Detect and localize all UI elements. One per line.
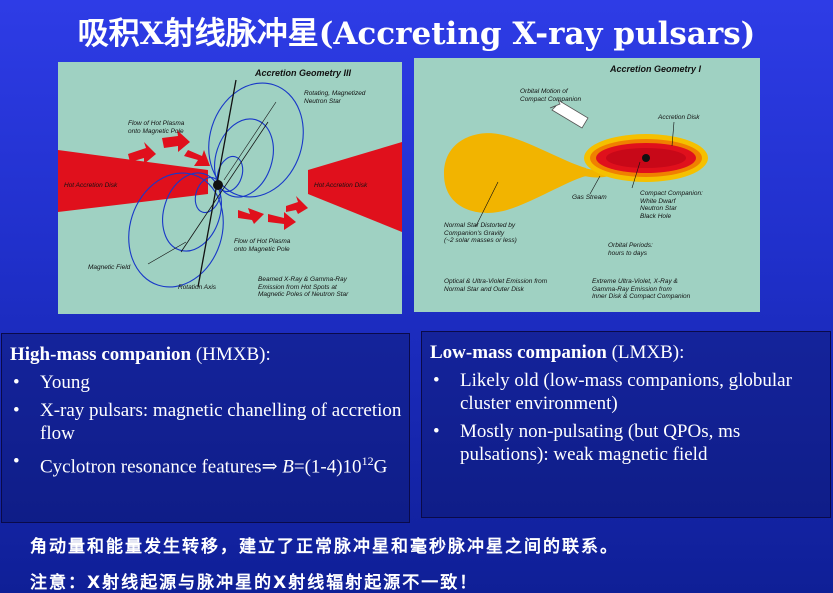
orbital-motion-label: Orbital Motion of Compact Companion (520, 88, 582, 103)
leader-lines (147, 101, 277, 265)
hmxb-list: •Young •X-ray pulsars: magnetic chanelli… (2, 371, 409, 478)
list-item: •Mostly non-pulsating (but QPOs, ms puls… (433, 421, 741, 465)
accretion-geometry-iii-drawing (58, 79, 402, 288)
neutron-star-label: Rotating, Magnetized Neutron Star (304, 90, 366, 105)
normal-star-shape (444, 133, 586, 213)
accretion-geometry-i-drawing (444, 98, 708, 227)
disk-right-label: Hot Accretion Disk (314, 182, 368, 189)
accretion-disk-label: Accretion Disk (658, 114, 700, 121)
list-item: •X-ray pulsars: magnetic chanelling of a… (13, 400, 402, 444)
normal-star-label: Normal Star Distorted by Companion's Gra… (444, 222, 517, 244)
orbital-motion-arrow (549, 98, 589, 129)
gas-stream-label: Gas Stream (572, 194, 607, 201)
list-item: •Young (13, 372, 90, 393)
compact-companion-label: Compact Companion: White Dwarf Neutron S… (640, 190, 703, 220)
list-item: •Cyclotron resonance features⇒ B=(1-4)10… (13, 451, 388, 478)
left-disk-shape (58, 150, 208, 212)
plasma-flow-arrows (128, 130, 308, 230)
accretion-geometry-i-figure: Accretion Geometry I Orbital Motion of C… (414, 58, 760, 312)
magnetic-field-lines (128, 82, 304, 288)
orbital-periods-label: Orbital Periods: hours to days (608, 242, 653, 257)
list-item: •Likely old (low-mass companions, globul… (433, 370, 792, 414)
accretion-geometry-iii-figure: Accretion Geometry III Rotating, Magneti… (58, 62, 402, 314)
slide-title: 吸积X射线脉冲星(Accreting X-ray pulsars) (77, 16, 756, 52)
lmxb-list: •Likely old (low-mass companions, globul… (422, 369, 830, 466)
rotation-axis-label: Rotation Axis (178, 284, 217, 291)
extreme-emission-label: Extreme Ultra-Violet, X-Ray & Gamma-Ray … (592, 278, 691, 300)
disk-left-label: Hot Accretion Disk (64, 182, 118, 189)
leader-lines-right (475, 121, 675, 227)
chinese-note-1: 角动量和能量发生转移，建立了正常脉冲星和毫秒脉冲星之间的联系。 (30, 537, 619, 557)
optical-emission-label: Optical & Ultra-Violet Emission from Nor… (444, 278, 548, 293)
hmxb-heading: High-mass companion (HMXB): (10, 344, 271, 365)
beamed-emission-label: Beamed X-Ray & Gamma-Ray Emission from H… (258, 276, 349, 298)
figure-right-heading: Accretion Geometry I (610, 64, 702, 74)
compact-companion-dot (642, 154, 650, 162)
lmxb-panel: Low-mass companion (LMXB): •Likely old (… (421, 331, 831, 518)
right-disk-shape (308, 142, 402, 232)
lmxb-heading: Low-mass companion (LMXB): (430, 342, 685, 363)
neutron-star-dot (213, 180, 223, 190)
chinese-note-2: 注意：X射线起源与脉冲星的X射线辐射起源不一致！ (30, 573, 479, 593)
magnetic-field-label: Magnetic Field (88, 264, 131, 271)
hmxb-panel: High-mass companion (HMXB): •Young •X-ra… (1, 333, 410, 523)
figure-left-heading: Accretion Geometry III (255, 68, 352, 78)
flow-top-label: Flow of Hot Plasma onto Magnetic Pole (128, 120, 185, 135)
magnetic-axis-line (180, 121, 269, 253)
flow-bottom-label: Flow of Hot Plasma onto Magnetic Pole (234, 238, 291, 253)
